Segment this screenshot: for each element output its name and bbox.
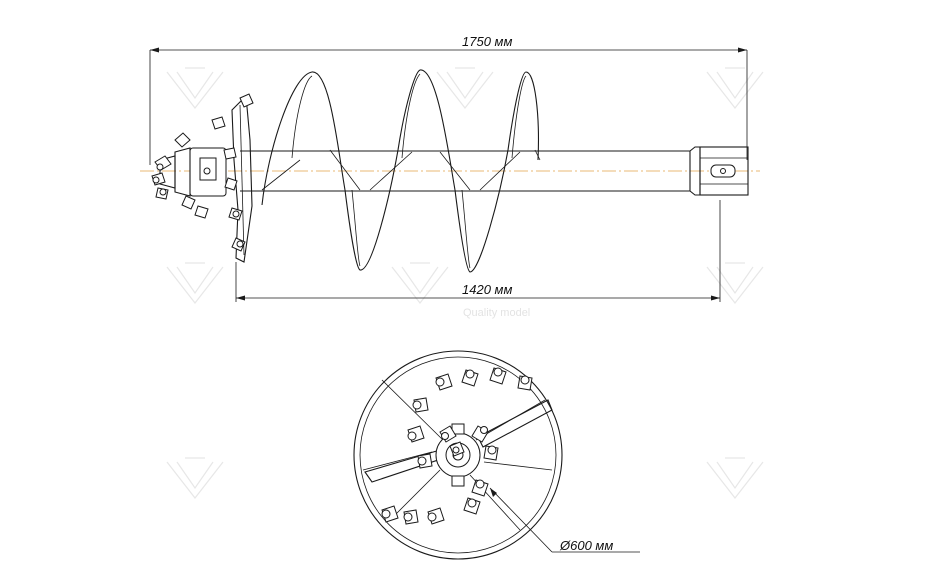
watermark-logo-8 <box>706 457 764 499</box>
auger-side-view <box>140 69 760 273</box>
shaft-tube <box>240 150 691 192</box>
auger-front-view <box>353 350 563 560</box>
watermark-logo-2 <box>436 67 494 109</box>
watermark-logo-1 <box>166 67 224 109</box>
cutting-teeth <box>151 93 254 252</box>
watermark-logo-6 <box>706 262 764 304</box>
watermark-logo-3 <box>706 67 764 109</box>
dimension-auger-length: 1420 мм <box>235 200 721 302</box>
dimension-label-diameter: Ø600 мм <box>559 538 613 553</box>
watermark-logo-7 <box>166 457 224 499</box>
watermark-brand-text: Quality model <box>463 307 530 319</box>
watermark-logos: Quality model <box>166 67 764 499</box>
watermark-logo-4 <box>166 262 224 304</box>
drive-coupling <box>689 146 749 196</box>
watermark-logo-5 <box>391 262 449 304</box>
dimension-label-1420: 1420 мм <box>462 282 512 297</box>
dimension-diameter: Ø600 мм <box>489 487 640 553</box>
helix-flights <box>261 69 541 273</box>
dimension-label-1750: 1750 мм <box>462 34 512 49</box>
outer-disc <box>353 350 563 560</box>
front-teeth <box>381 367 533 525</box>
cutting-head <box>159 94 253 263</box>
dimension-overall-length: 1750 мм <box>149 34 748 165</box>
